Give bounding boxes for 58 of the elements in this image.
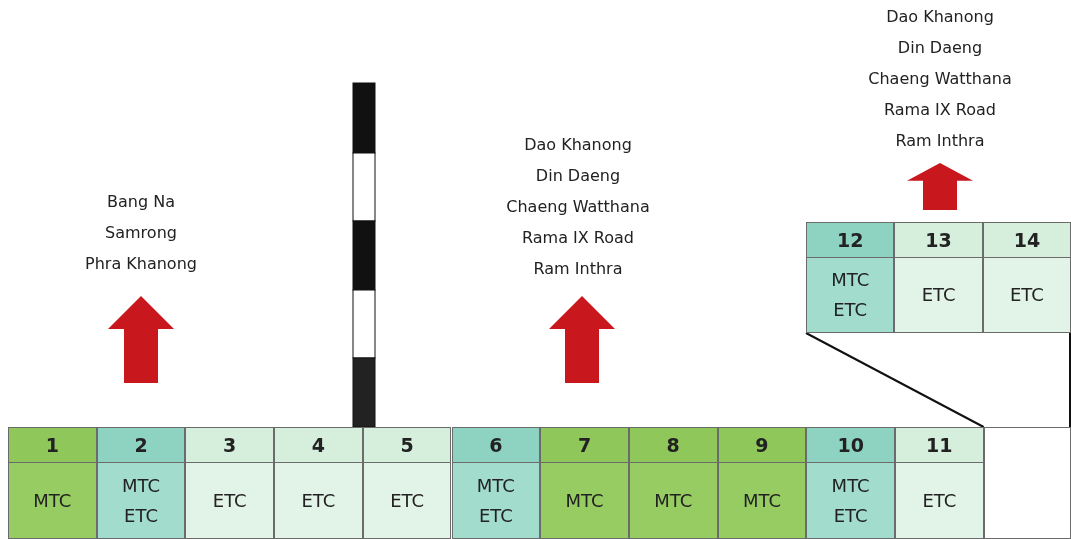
toll-type: ETC: [921, 488, 958, 513]
lane-number: 14: [983, 223, 1070, 258]
lane-cell: [540, 427, 629, 539]
lane-number: 8: [629, 428, 717, 463]
zoom-callout-line: [1069, 332, 1071, 428]
destination-name: Bang Na: [106, 191, 176, 213]
toll-type: MTC: [32, 488, 73, 513]
lane-number: 7: [541, 428, 628, 463]
lane-number: 3: [186, 428, 274, 463]
lane-cell: [982, 222, 1071, 333]
lane-cell: [628, 427, 718, 539]
destination-name: Chaeng Watthana: [867, 68, 1013, 90]
destination-name: Rama IX Road: [883, 99, 997, 121]
lane-number: 10: [807, 428, 894, 463]
lane-cell: [96, 427, 186, 539]
toll-type: MTC ETC: [121, 473, 162, 528]
lane-cell: [717, 427, 807, 539]
lane-cell: [895, 427, 984, 539]
toll-type: MTC: [564, 488, 605, 513]
toll-type: MTC ETC: [475, 473, 516, 528]
destination-name: Chaeng Watthana: [505, 196, 651, 218]
destination-name: Dao Khanong: [885, 6, 995, 28]
lane-number: 12: [807, 223, 894, 258]
zoom-callout-line: [805, 332, 985, 428]
lane-number: 6: [452, 428, 540, 463]
toll-type: ETC: [389, 488, 426, 513]
destination-name: Din Daeng: [896, 37, 984, 59]
destination-name: Dao Khanong: [523, 134, 633, 156]
lane-number: 2: [97, 428, 185, 463]
toll-type: ETC: [211, 488, 248, 513]
toll-type: ETC: [300, 488, 337, 513]
lane-number: 13: [895, 223, 982, 258]
lane-cell: [451, 427, 541, 539]
lane-number: 9: [718, 428, 806, 463]
lane-cell: [8, 427, 97, 539]
destination-name: Rama IX Road: [521, 227, 635, 249]
destination-name: Ram Inthra: [532, 258, 624, 280]
empty-lane-cell: [983, 427, 1071, 539]
toll-type: MTC ETC: [830, 473, 871, 528]
lane-cell: [806, 222, 895, 333]
toll-type: ETC: [920, 283, 957, 307]
toll-type: MTC ETC: [830, 268, 871, 322]
destination-name: Phra Khanong: [84, 253, 198, 275]
lane-number: 11: [896, 428, 983, 463]
lane-number: 5: [363, 428, 451, 463]
destination-name: Ram Inthra: [894, 130, 986, 152]
lane-number: 1: [9, 428, 96, 463]
lane-cell: [894, 222, 983, 333]
destination-name: Samrong: [104, 222, 178, 244]
lane-cell: [362, 427, 452, 539]
destination-name: Din Daeng: [534, 165, 622, 187]
toll-type: MTC: [741, 488, 782, 513]
lane-cell: [274, 427, 363, 539]
lane-number: 4: [275, 428, 362, 463]
toll-type: MTC: [653, 488, 694, 513]
lane-cell: [185, 427, 275, 539]
lane-cell: [806, 427, 895, 539]
toll-type: ETC: [1008, 283, 1045, 307]
